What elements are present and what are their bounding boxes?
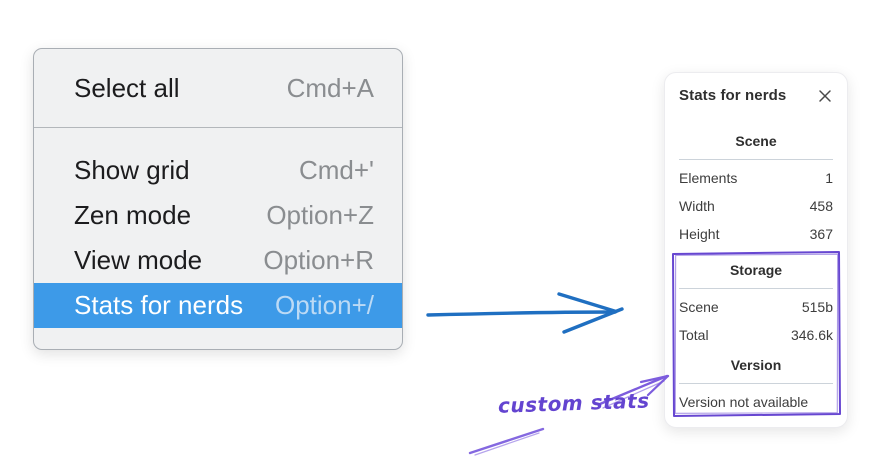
stat-value: 367 bbox=[809, 226, 833, 242]
menu-item-shortcut: Option+R bbox=[263, 245, 374, 275]
menu-item-show-grid[interactable]: Show grid Cmd+' bbox=[34, 148, 402, 193]
menu-item-zen-mode[interactable]: Zen mode Option+Z bbox=[34, 193, 402, 238]
menu-item-label: Show grid bbox=[74, 155, 190, 185]
stat-value: 1 bbox=[825, 170, 833, 186]
section-header: Version bbox=[730, 357, 782, 373]
annotation-arrow-tail bbox=[468, 427, 545, 455]
version-note: Version not available bbox=[679, 394, 809, 410]
stat-value: 458 bbox=[809, 198, 833, 214]
stats-section-scene: Scene Elements 1 Width 458 Height 367 bbox=[679, 131, 833, 248]
stats-section-version: Version Version not available bbox=[679, 355, 833, 415]
menu-item-stats-for-nerds[interactable]: Stats for nerds Option+/ bbox=[34, 283, 402, 328]
stats-panel: Stats for nerds Scene Elements 1 Width 4… bbox=[664, 72, 848, 428]
menu-item-select-all[interactable]: Select all Cmd+A bbox=[34, 49, 402, 127]
menu-item-shortcut: Cmd+A bbox=[286, 72, 374, 103]
stat-row: Elements 1 bbox=[679, 164, 833, 192]
menu-item-label: Zen mode bbox=[74, 200, 192, 230]
menu-item-shortcut: Option+/ bbox=[274, 290, 374, 320]
annotation-custom-stats: custom stats bbox=[497, 388, 650, 418]
blue-arrow bbox=[426, 292, 624, 334]
panel-title: Stats for nerds bbox=[679, 87, 787, 104]
menu-item-view-mode[interactable]: View mode Option+R bbox=[34, 238, 402, 283]
menu-item-shortcut: Option+Z bbox=[266, 200, 374, 230]
context-menu: Select all Cmd+A Show grid Cmd+' Zen mod… bbox=[33, 48, 403, 350]
menu-item-label: Stats for nerds bbox=[74, 290, 244, 320]
stat-label: Elements bbox=[679, 170, 738, 186]
menu-item-label: Select all bbox=[74, 72, 180, 103]
stat-value: 515b bbox=[801, 299, 833, 315]
menu-section-top: Select all Cmd+A bbox=[34, 49, 402, 127]
section-header: Storage bbox=[729, 262, 783, 278]
menu-item-label: View mode bbox=[74, 245, 203, 275]
stat-label: Width bbox=[679, 198, 715, 214]
stat-label: Height bbox=[679, 226, 720, 242]
stat-label: Total bbox=[679, 327, 709, 343]
stat-row: Total 346.6k bbox=[679, 321, 833, 349]
section-divider bbox=[679, 159, 833, 160]
section-divider bbox=[679, 383, 833, 384]
stats-section-storage: Storage Scene 515b Total 346.6k bbox=[679, 260, 833, 349]
stat-label: Scene bbox=[679, 299, 719, 315]
menu-divider bbox=[34, 127, 402, 128]
stat-value: 346.6k bbox=[790, 327, 833, 343]
section-header: Scene bbox=[735, 133, 777, 149]
stat-row: Scene 515b bbox=[679, 293, 833, 321]
stat-row: Width 458 bbox=[679, 192, 833, 220]
close-icon[interactable] bbox=[817, 88, 833, 104]
section-divider bbox=[679, 288, 833, 289]
menu-section-bottom: Show grid Cmd+' Zen mode Option+Z View m… bbox=[34, 128, 402, 328]
panel-header: Stats for nerds bbox=[679, 85, 833, 107]
stat-row: Height 367 bbox=[679, 220, 833, 248]
menu-item-shortcut: Cmd+' bbox=[298, 155, 374, 185]
